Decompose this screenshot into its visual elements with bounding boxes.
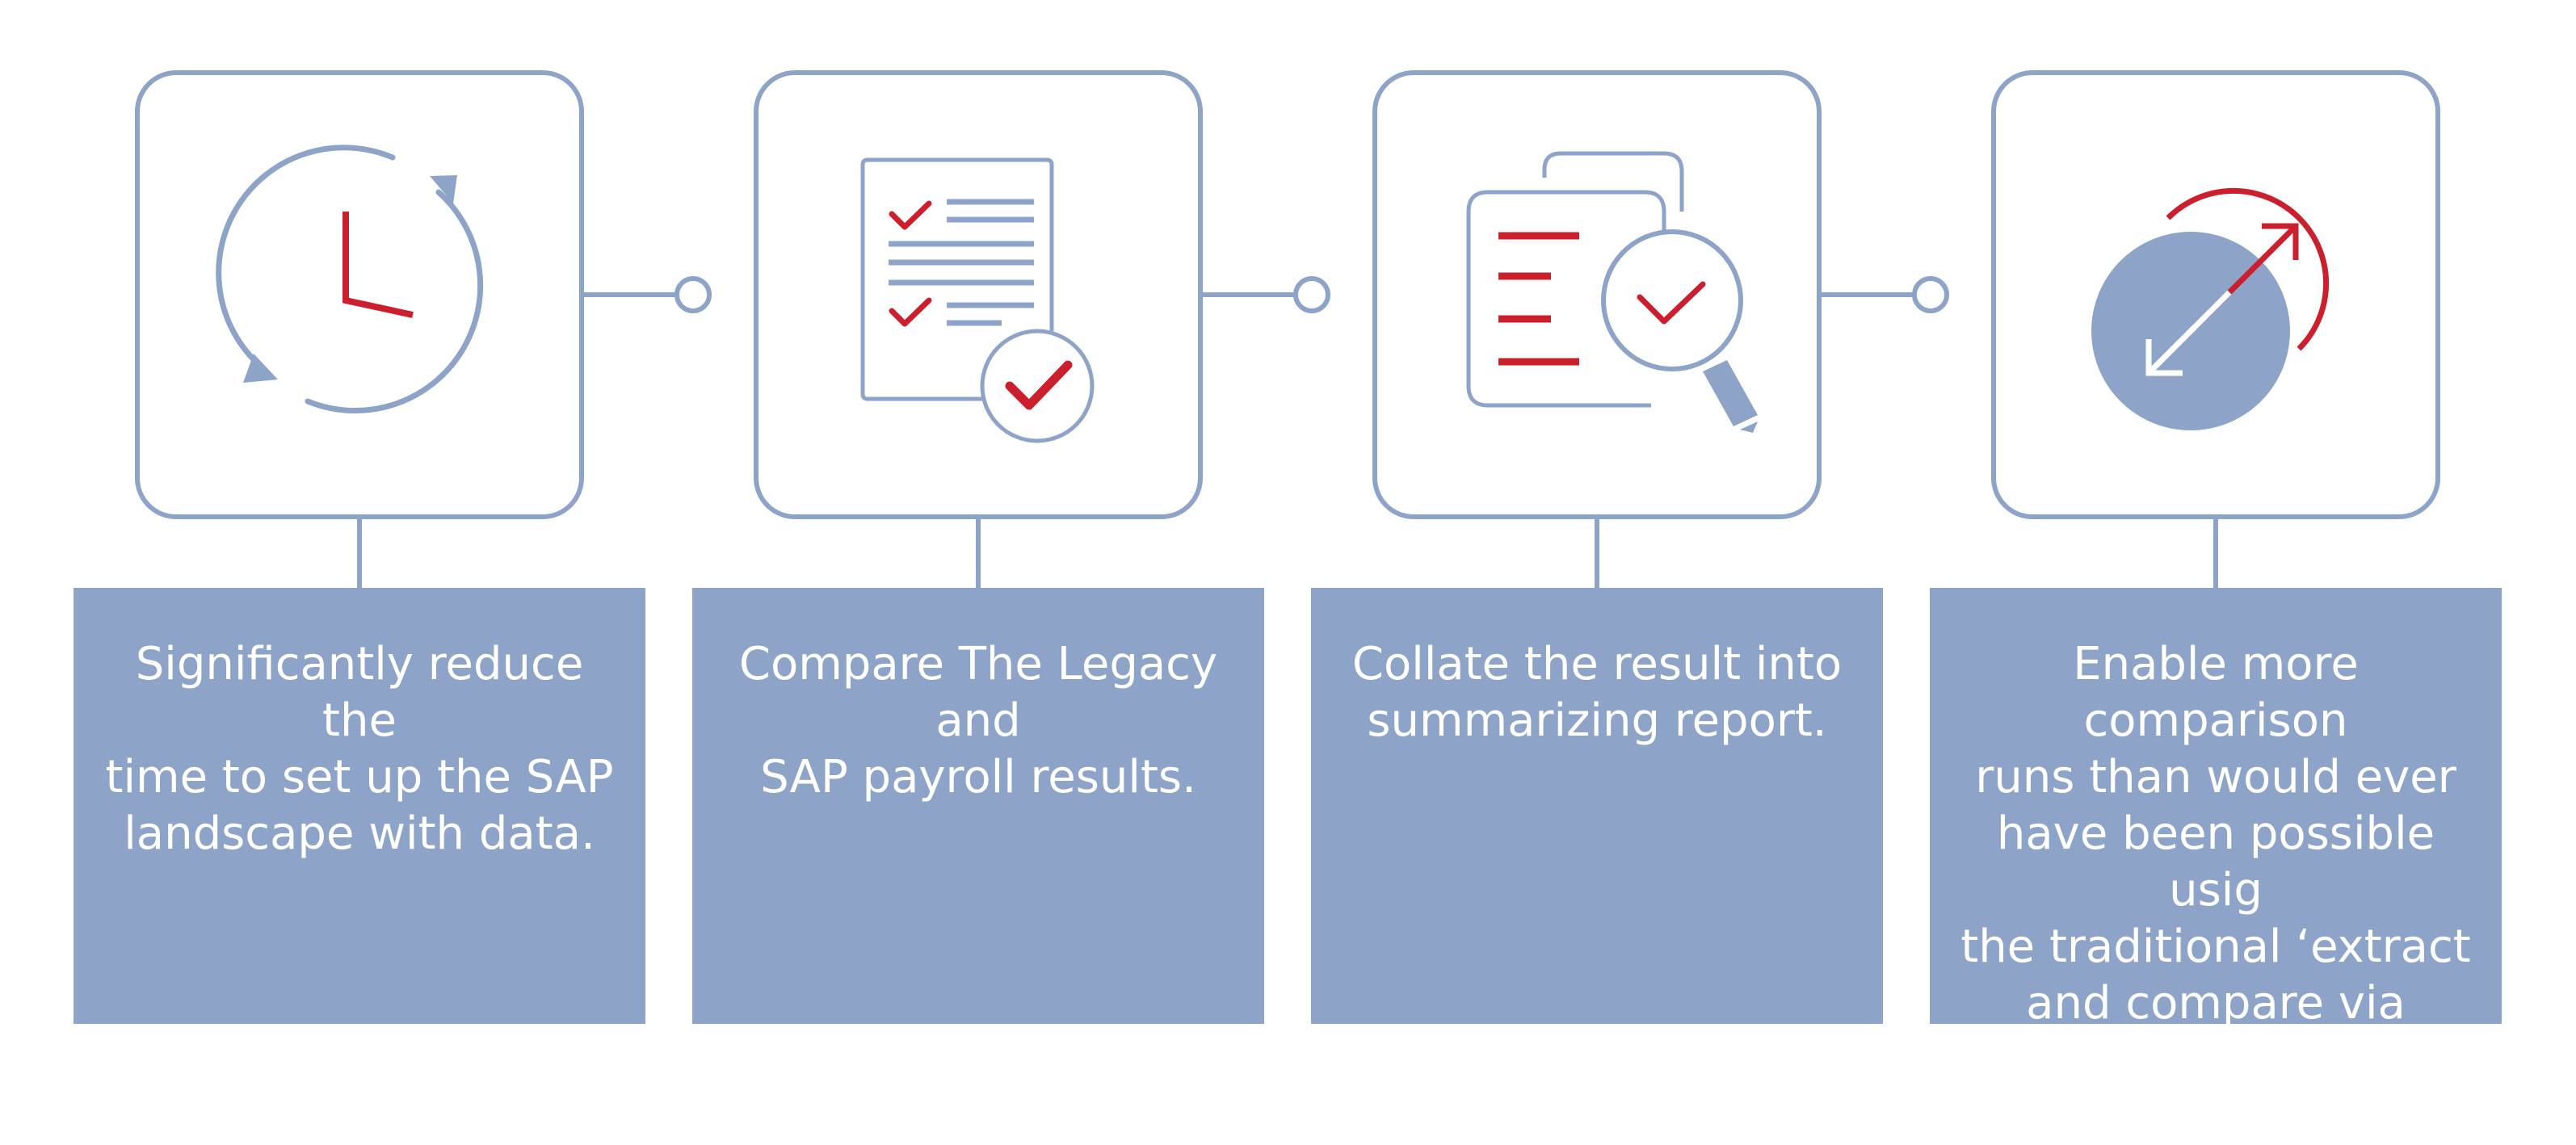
step-card-1: Significantly reduce the time to set up … xyxy=(74,588,645,1024)
icon-frame-3 xyxy=(1372,70,1822,519)
report-magnifier-icon xyxy=(1466,151,1758,433)
step-text-3: Collate the result into summarizing repo… xyxy=(1351,638,1843,747)
process-diagram: Significantly reduce the time to set up … xyxy=(74,70,2502,1143)
step-text-1: Significantly reduce the time to set up … xyxy=(105,638,614,860)
step-card-2: Compare The Legacy and SAP payroll resul… xyxy=(692,588,1264,1024)
step-text-4: Enable more comparison runs than would e… xyxy=(1960,638,2471,1143)
icon-frame-2 xyxy=(754,70,1203,519)
connector-1 xyxy=(582,276,712,313)
step-card-4: Enable more comparison runs than would e… xyxy=(1930,588,2502,1143)
step-text-2: Compare The Legacy and SAP payroll resul… xyxy=(738,638,1218,803)
connector-2 xyxy=(1200,276,1330,313)
checklist-document-icon xyxy=(860,157,1095,443)
expand-arrows-icon xyxy=(2091,187,2330,430)
connector-3 xyxy=(1819,276,1949,313)
diagram-graphics xyxy=(135,70,2440,588)
icon-frame-1 xyxy=(135,70,584,519)
step-card-3: Collate the result into summarizing repo… xyxy=(1311,588,1883,1024)
clock-refresh-icon xyxy=(216,145,484,414)
